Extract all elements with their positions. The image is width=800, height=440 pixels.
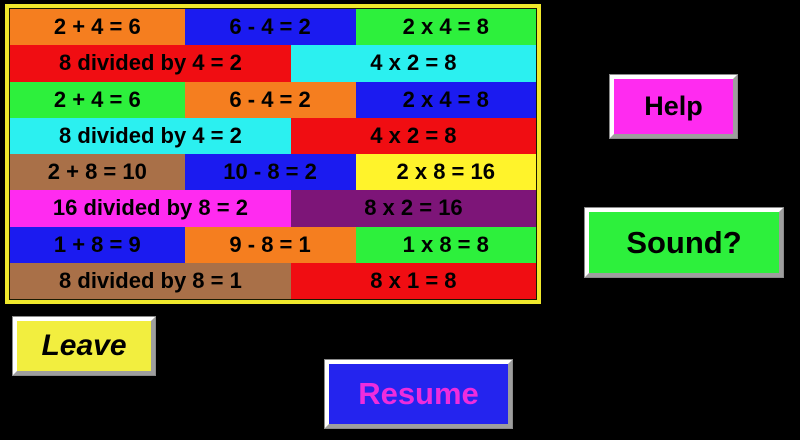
- equation-cell[interactable]: 8 x 2 = 16: [290, 190, 536, 227]
- equation-cell[interactable]: 4 x 2 = 8: [290, 117, 536, 154]
- resume-button[interactable]: Resume: [325, 360, 512, 428]
- equation-cell[interactable]: 16 divided by 8 = 2: [10, 190, 291, 227]
- equation-row: 8 divided by 8 = 1 8 x 1 = 8: [10, 262, 536, 299]
- equation-row: 2 + 4 = 6 6 - 4 = 2 2 x 4 = 8: [10, 9, 536, 46]
- equation-cell[interactable]: 9 - 8 = 1: [184, 226, 356, 263]
- equation-cell[interactable]: 6 - 4 = 2: [184, 9, 356, 46]
- equation-cell[interactable]: 8 divided by 4 = 2: [10, 117, 291, 154]
- sound-button[interactable]: Sound?: [585, 208, 783, 277]
- equation-cell[interactable]: 1 x 8 = 8: [355, 226, 536, 263]
- equation-row: 2 + 4 = 6 6 - 4 = 2 2 x 4 = 8: [10, 81, 536, 118]
- equation-cell[interactable]: 8 divided by 4 = 2: [10, 45, 291, 82]
- equation-cell[interactable]: 10 - 8 = 2: [184, 154, 356, 191]
- equation-board: 2 + 4 = 6 6 - 4 = 2 2 x 4 = 8 8 divided …: [5, 4, 541, 304]
- equation-row: 2 + 8 = 10 10 - 8 = 2 2 x 8 = 16: [10, 154, 536, 191]
- equation-row: 1 + 8 = 9 9 - 8 = 1 1 x 8 = 8: [10, 226, 536, 263]
- equation-cell[interactable]: 6 - 4 = 2: [184, 81, 356, 118]
- equation-cell[interactable]: 2 x 4 = 8: [355, 81, 536, 118]
- equation-row: 16 divided by 8 = 2 8 x 2 = 16: [10, 190, 536, 227]
- equation-cell[interactable]: 2 x 4 = 8: [355, 9, 536, 46]
- equation-row: 8 divided by 4 = 2 4 x 2 = 8: [10, 117, 536, 154]
- help-button[interactable]: Help: [610, 75, 737, 138]
- equation-cell[interactable]: 2 + 4 = 6: [10, 9, 185, 46]
- equation-row: 8 divided by 4 = 2 4 x 2 = 8: [10, 45, 536, 82]
- equation-cell[interactable]: 1 + 8 = 9: [10, 226, 185, 263]
- equation-cell[interactable]: 4 x 2 = 8: [290, 45, 536, 82]
- equation-cell[interactable]: 2 + 8 = 10: [10, 154, 185, 191]
- equation-grid: 2 + 4 = 6 6 - 4 = 2 2 x 4 = 8 8 divided …: [9, 8, 537, 300]
- leave-button[interactable]: Leave: [13, 317, 155, 375]
- equation-cell[interactable]: 2 x 8 = 16: [355, 154, 536, 191]
- equation-cell[interactable]: 2 + 4 = 6: [10, 81, 185, 118]
- equation-cell[interactable]: 8 x 1 = 8: [290, 262, 536, 299]
- equation-cell[interactable]: 8 divided by 8 = 1: [10, 262, 291, 299]
